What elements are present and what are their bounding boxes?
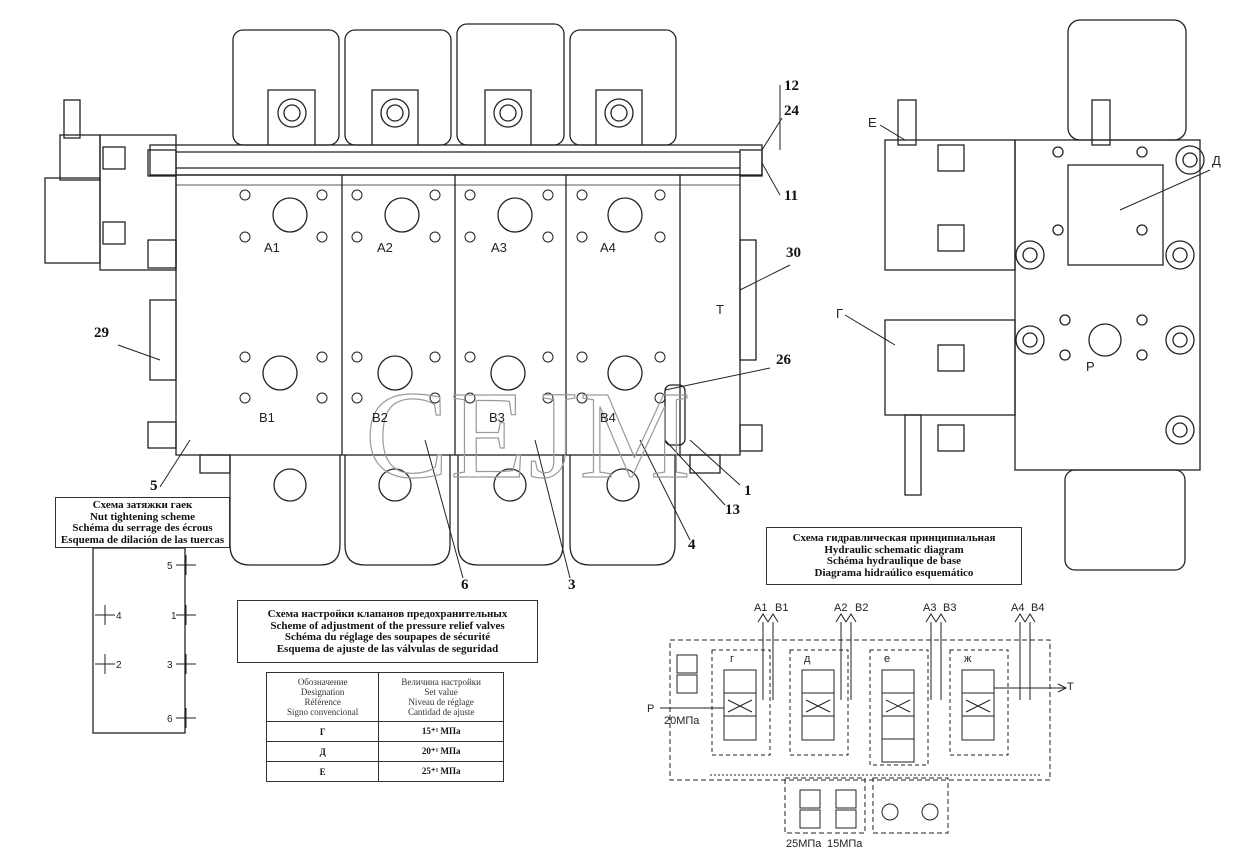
valve-adjustment-title: Схема настройки клапанов предохранительн… [237,600,538,663]
col2-ru: Величина настройки [401,677,481,687]
hydraulic-title-en: Hydraulic schematic diagram [824,543,964,556]
table-row: Е 25⁺¹ МПа [265,761,504,782]
nut-title-en: Nut tightening scheme [89,510,196,523]
col1-ru: Обозначение [297,677,348,687]
table-row: Г 15⁺¹ МПа [265,721,504,742]
nut-title-es: Esquema de dilación de las tuercas [60,533,225,546]
schematic-port-b1: B1 [775,602,788,614]
callout-24: 24 [784,103,799,119]
nut-scheme-title: Схема затяжки гаек Nut tightening scheme… [55,497,230,548]
nut-title-fr: Schéma du serrage des écrous [72,522,213,534]
row-designation: Е [265,761,380,782]
left-end-cap [44,99,177,449]
spool-mark-e: е [884,653,890,665]
schematic-port-b4: B4 [1031,602,1044,614]
callout-3: 3 [568,577,576,593]
table-header-row: Обозначение Designation Référence Signo … [265,672,504,722]
valve-title-fr: Schéma du réglage des soupapes de sécuri… [284,631,491,643]
hydraulic-schematic [660,613,1068,834]
hydraulic-title-fr: Schéma hydraulique de base [826,555,962,567]
port-label-t: T [716,302,724,317]
port-label-g: Г [836,306,843,321]
port-label-b2: B2 [372,410,388,425]
nut-mark-1: 1 [171,611,177,622]
nut-mark-2: 2 [116,660,122,671]
schematic-port-a1: A1 [754,602,767,614]
nut-mark-3: 3 [167,660,173,671]
schematic-port-a3: A3 [923,602,936,614]
hydraulic-scheme-title: Схема гидравлическая принципиальная Hydr… [766,527,1022,585]
nut-mark-5: 5 [167,561,173,572]
schematic-inlet-p: P [647,703,654,715]
schematic-port-a2: A2 [834,602,847,614]
port-label-b4: B4 [600,410,616,425]
column-header-set-value: Величина настройки Set value Niveau de r… [378,672,504,722]
port-label-a1: A1 [264,240,280,255]
schematic-port-a4: A4 [1011,602,1024,614]
port-label-e: Е [868,115,877,130]
callout-30: 30 [786,245,801,261]
spool-mark-g: г [730,653,734,665]
column-header-designation: Обозначение Designation Référence Signo … [265,672,380,722]
table-row: Д 20⁺¹ МПа [265,741,504,762]
port-label-a2: A2 [377,240,393,255]
watermark: CEJM [365,367,693,505]
hydraulic-title-ru: Схема гидравлическая принципиальная [792,532,996,544]
bottom-lobes [199,454,721,566]
row-value: 20⁺¹ МПа [378,741,504,762]
col1-en: Designation [300,687,345,697]
tie-rod [147,144,763,177]
schematic-port-b2: B2 [855,602,868,614]
port-label-d: Д [1212,153,1221,168]
callout-6: 6 [461,577,469,593]
col1-fr: Référence [304,697,341,707]
callout-13: 13 [725,502,740,518]
nut-mark-6: 6 [167,714,173,725]
side-view [844,19,1211,571]
schematic-outlet-t: T [1067,681,1074,693]
hydraulic-title-es: Diagrama hidraúlico esquemático [814,566,974,579]
valve-title-ru: Схема настройки клапанов предохранительн… [267,608,508,620]
port-label-b1: B1 [259,410,275,425]
port-label-a3: A3 [491,240,507,255]
callout-4: 4 [688,537,696,553]
schematic-pressure-25: 25МПа [786,838,822,850]
col2-fr: Niveau de réglage [408,697,474,707]
row-value: 25⁺¹ МПа [378,761,504,782]
col2-es: Cantidad de ajuste [407,707,475,717]
valve-title-en: Scheme of adjustment of the pressure rel… [270,619,505,632]
schematic-pressure-15: 15МПа [827,838,863,850]
row-designation: Г [265,721,380,742]
valve-settings-table: Обозначение Designation Référence Signo … [265,672,504,782]
row-value: 15⁺¹ МПа [378,721,504,742]
callout-11: 11 [784,188,799,204]
spool-mark-zh: ж [964,653,972,665]
nut-scheme-frame [92,547,186,734]
port-label-b3: B3 [489,410,505,425]
leader-lines [117,85,791,579]
nut-mark-4: 4 [116,611,122,622]
callout-29: 29 [94,325,109,341]
valve-caps [232,23,677,146]
spool-mark-d: д [804,653,811,665]
schematic-pressure-20: 20МПа [664,715,700,727]
callout-12: 12 [784,78,799,94]
col1-es: Signo convencional [287,707,359,717]
nut-title-ru: Схема затяжки гаек [92,499,193,511]
right-end-cap [664,239,763,452]
schematic-port-b3: B3 [943,602,956,614]
callout-5: 5 [150,478,158,494]
port-bores [262,197,643,391]
callout-26: 26 [776,352,791,368]
nut-marks [95,555,196,728]
row-designation: Д [265,741,380,762]
port-label-p: P [1086,359,1095,374]
callout-1: 1 [744,483,752,499]
bolt-holes [239,189,666,404]
port-label-a4: A4 [600,240,616,255]
col2-en: Set value [424,687,458,697]
valve-title-es: Esquema de ajuste de las válvulas de seg… [276,642,499,655]
